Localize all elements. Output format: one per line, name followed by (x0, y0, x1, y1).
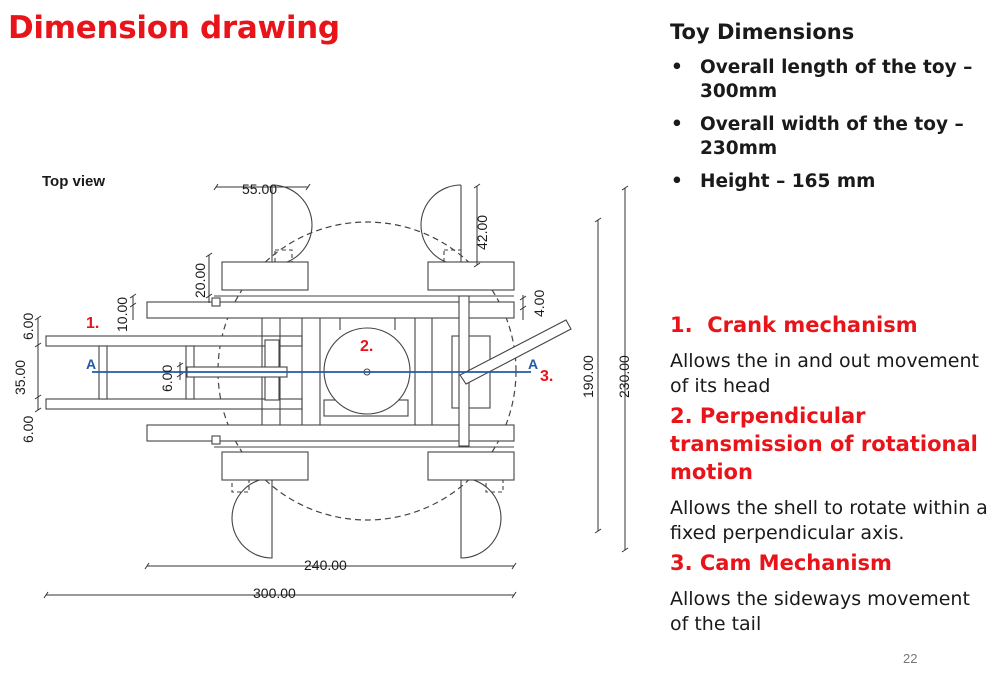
wheel-bottom-right (460, 477, 502, 559)
bullet-icon: • (671, 57, 683, 78)
toy-dimensions-list: •Overall length of the toy – 300mm •Over… (670, 56, 990, 194)
list-item: •Height – 165 mm (671, 171, 876, 192)
slide-title: Dimension drawing (8, 10, 340, 46)
bullet-icon: • (671, 114, 683, 135)
mechanism-title: 2. Perpendicular transmission of rotatio… (670, 404, 978, 484)
view-label: Top view (42, 173, 105, 190)
toy-dimensions-panel: Toy Dimensions •Overall length of the to… (670, 20, 990, 203)
dim-4: 4.00 (531, 290, 547, 317)
mechanism-cam: 3. Cam Mechanism Allows the sideways mov… (670, 549, 990, 637)
list-item: •Overall width of the toy – 230mm (671, 114, 964, 159)
marker-3: 3. (540, 368, 553, 385)
dim-230: 230.00 (616, 355, 632, 398)
marker-2: 2. (360, 338, 373, 355)
bullet-icon: • (671, 171, 683, 192)
section-marker-right: A (528, 356, 538, 372)
marker-1: 1. (86, 315, 99, 332)
shell-outline (217, 221, 517, 521)
dim-6-bottom: 6.00 (20, 416, 36, 443)
dim-6-top: 6.00 (20, 313, 36, 340)
section-marker-left: A (86, 356, 96, 372)
dim-35: 35.00 (12, 360, 28, 395)
mechanism-perpendicular: 2. Perpendicular transmission of rotatio… (670, 402, 990, 546)
page-number: 22 (903, 651, 918, 666)
wheel-bottom-left (231, 477, 273, 559)
dimension-lines (34, 183, 629, 599)
wheel-top-right (420, 184, 462, 266)
dim-300: 300.00 (253, 585, 296, 601)
chassis (45, 261, 515, 481)
mechanism-description: Allows the sideways movement of the tail (670, 588, 970, 635)
mechanism-crank: 1. Crank mechanism Allows the in and out… (670, 311, 990, 399)
mechanism-description: Allows the shell to rotate within a fixe… (670, 497, 988, 544)
dim-20: 20.00 (192, 263, 208, 298)
dim-55: 55.00 (242, 181, 277, 197)
mechanism-title: 1. Crank mechanism (670, 313, 918, 337)
toy-dimensions-heading: Toy Dimensions (670, 20, 855, 44)
dim-10: 10.00 (114, 297, 130, 332)
tail-arm (459, 319, 572, 385)
mechanism-title: 3. Cam Mechanism (670, 551, 892, 575)
wheel-top-left (271, 184, 313, 266)
dim-6-inner: 6.00 (159, 365, 175, 392)
dim-190: 190.00 (580, 355, 596, 398)
list-item: •Overall length of the toy – 300mm (671, 57, 973, 102)
dim-42: 42.00 (474, 215, 490, 250)
top-view-drawing: Top view (12, 173, 632, 601)
dim-240: 240.00 (304, 557, 347, 573)
mechanism-description: Allows the in and out movement of its he… (670, 350, 979, 397)
